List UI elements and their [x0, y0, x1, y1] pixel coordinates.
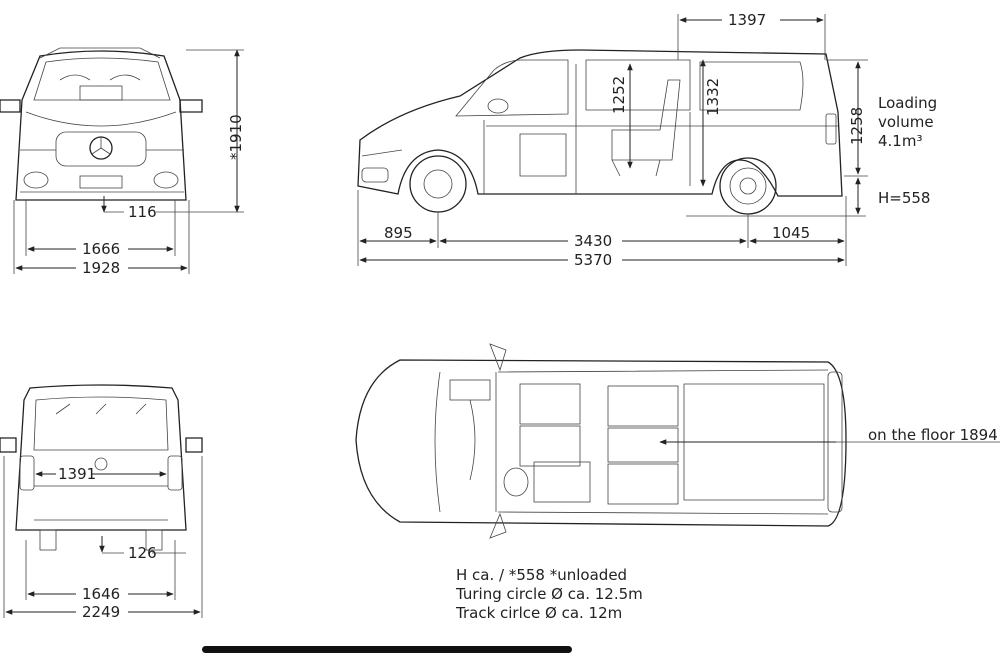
side-length-label: 5370 — [574, 251, 612, 269]
side-interior-height-front-label: 1252 — [610, 76, 628, 114]
front-view-body — [0, 47, 203, 201]
side-front-overhang-label: 895 — [384, 224, 413, 242]
rear-view-body — [0, 384, 203, 551]
top-floor-width-label: on the floor 1894 — [868, 426, 998, 444]
front-width-label: 1928 — [82, 259, 120, 277]
front-ground-clearance-label: 116 — [128, 203, 157, 221]
side-interior-height-rear-label: 1332 — [704, 78, 722, 116]
side-top-dim-label: 1397 — [728, 11, 766, 29]
notes: H ca. / *558 *unloaded Turing circle Ø c… — [455, 566, 643, 622]
loading-volume-line-3: 4.1m³ — [878, 132, 922, 150]
home-indicator-bar[interactable] — [202, 646, 572, 653]
side-rear-overhang-label: 1045 — [772, 224, 810, 242]
rear-track-label: 1646 — [82, 585, 120, 603]
loading-volume-line-2: volume — [878, 113, 934, 131]
top-view-body — [355, 343, 847, 539]
front-track-label: 1666 — [82, 240, 120, 258]
note-line-2: Turing circle Ø ca. 12.5m — [455, 585, 643, 603]
side-sill-height-label: H=558 — [878, 189, 930, 207]
rear-view: 1391 126 1646 2249 — [0, 384, 203, 621]
side-wheelbase-label: 3430 — [574, 232, 612, 250]
note-line-3: Track cirlce Ø ca. 12m — [455, 604, 622, 622]
side-view-body — [357, 49, 843, 215]
note-line-1: H ca. / *558 *unloaded — [456, 566, 627, 584]
side-view: 1397 1252 1332 1258 Loading volume 4.1m³… — [357, 11, 937, 269]
top-view: on the floor 1894 — [355, 343, 1000, 539]
rear-opening-width-label: 1391 — [58, 465, 96, 483]
side-load-height-label: 1258 — [848, 107, 866, 145]
loading-volume-line-1: Loading — [878, 94, 937, 112]
rear-ground-clearance-label: 126 — [128, 544, 157, 562]
front-height-label: *1910 — [227, 114, 245, 160]
front-view: *1910 116 1666 1928 — [0, 47, 245, 277]
rear-mirror-width-label: 2249 — [82, 603, 120, 621]
